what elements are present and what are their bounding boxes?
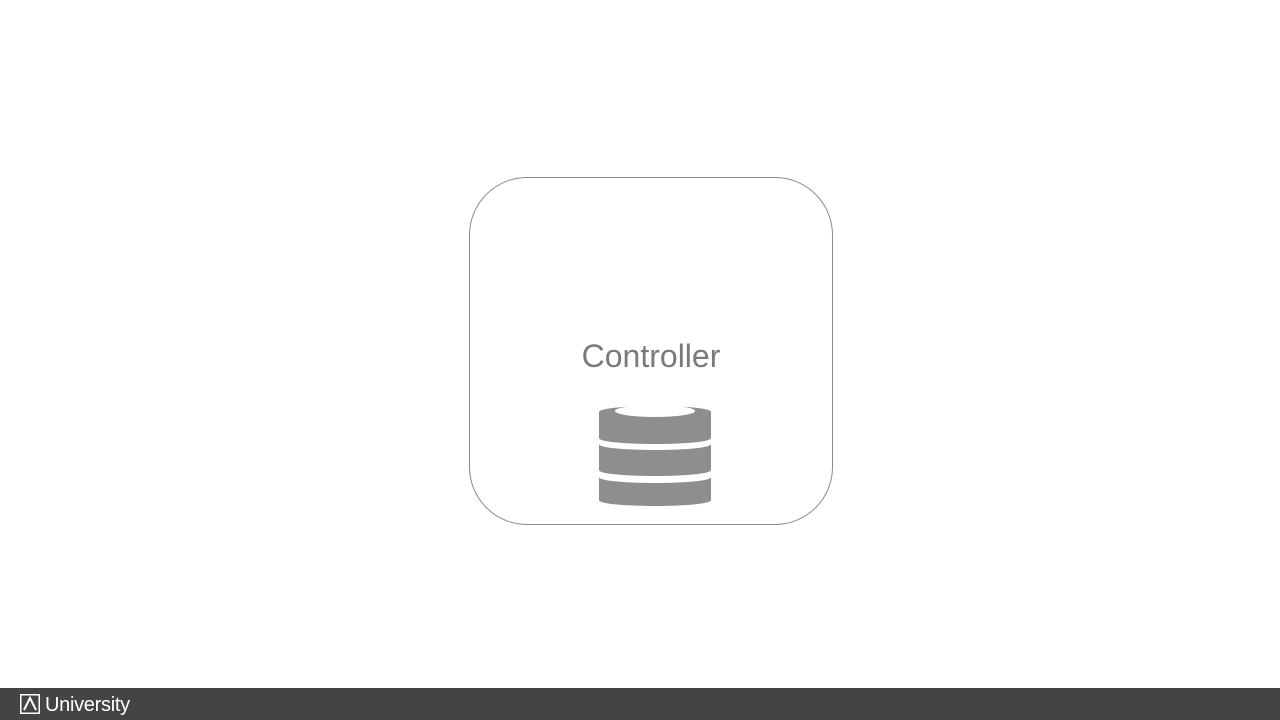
controller-label: Controller <box>581 338 721 374</box>
footer-bar <box>0 688 1280 720</box>
university-logo-icon <box>20 694 40 714</box>
footer-brand-text: University <box>45 694 130 716</box>
database-icon <box>599 405 711 506</box>
controller-node: Controller <box>469 177 833 525</box>
